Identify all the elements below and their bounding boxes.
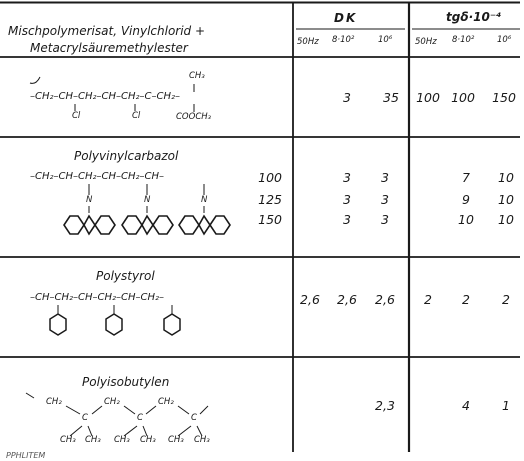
carbazole-structures (63, 184, 231, 236)
row2-l2-tan-800: 9 (462, 192, 470, 207)
header-title-line1: Mischpolymerisat, Vinylchlorid + (8, 24, 206, 38)
footer-fragment: PPHLITEM (6, 451, 46, 460)
row2-l2-tan-1e6: 10 (498, 192, 514, 207)
row4-c-3: C (191, 413, 197, 423)
row2-l3-dk-800: 3 (343, 212, 351, 227)
row4-ch3-4: CH₃ (140, 435, 156, 445)
row2-temp-125: 125 (258, 192, 282, 207)
row3-dk-1e6: 2,6 (375, 292, 395, 307)
row2-temp-150: 150 (258, 212, 282, 227)
row4-mark (25, 392, 35, 399)
row4-ch2-2: CH₂ (104, 397, 120, 407)
row1-formula-main: –CH₂–CH–CH₂–CH–CH₂–C–CH₂– (30, 91, 181, 102)
row3-formula-main: –CH–CH₂–CH–CH₂–CH–CH₂– (30, 292, 165, 303)
row1-formula-sub3: COOCH₃ (176, 112, 212, 122)
row1-tan-50: 100 (416, 90, 440, 105)
row2-l1-tan-800: 7 (462, 170, 470, 185)
row2-n1: N (86, 195, 93, 205)
row2-l3-dk-1e6: 3 (381, 212, 389, 227)
row3-tan-800: 2 (462, 292, 470, 307)
row4-ch3-1: CH₃ (60, 435, 76, 445)
row4-tan-1e6: 1 (502, 398, 510, 413)
freq-50hz-tan: 50Hz (415, 37, 437, 47)
row4-ch3-5: CH₃ (168, 435, 184, 445)
row3-dk-50: 2,6 (300, 292, 320, 307)
row2-n3: N (201, 195, 208, 205)
row3-tan-50: 2 (424, 292, 432, 307)
row4-ch3-6: CH₃ (194, 435, 210, 445)
row1-formula-sub2: Cl (132, 111, 141, 121)
row4-tan-800: 4 (462, 398, 470, 413)
row4-ch3-2: CH₃ (85, 435, 101, 445)
row2-l1-tan-1e6: 10 (498, 170, 514, 185)
freq-800-dk: 8·10² (332, 35, 355, 45)
row2-l1-dk-800: 3 (343, 170, 351, 185)
tan-delta-heading: tgδ·10⁻⁴ (446, 10, 502, 24)
row4-c-2: C (137, 413, 143, 423)
benzene-rings (49, 305, 181, 336)
row1-formula-top: CH₃ (189, 71, 205, 81)
row1-bonds (74, 84, 195, 112)
row4-c-1: C (82, 413, 88, 423)
row2-temp-100: 100 (258, 170, 282, 185)
row2-n2: N (144, 195, 151, 205)
row2-formula-main: –CH₂–CH–CH₂–CH–CH₂–CH– (30, 171, 165, 182)
header-title-line2: Metacrylsäuremethylester (30, 41, 188, 55)
row1-mark (29, 76, 41, 84)
row2-l3-tan-1e6: 10 (498, 212, 514, 227)
row1-tan-800: 100 (451, 90, 475, 105)
row2-name: Polyvinylcarbazol (74, 149, 179, 163)
row4-ch3-3: CH₃ (114, 435, 130, 445)
freq-50hz-dk: 50Hz (297, 37, 319, 47)
row1-dk-800: 3 (343, 90, 351, 105)
row2-l3-tan-800: 10 (458, 212, 474, 227)
row4-name: Polyisobutylen (82, 375, 170, 389)
row1-dk-1e6: 35 (383, 90, 399, 105)
isobutylene-bonds (65, 405, 209, 437)
row3-dk-800: 2,6 (337, 292, 357, 307)
row3-tan-1e6: 2 (502, 292, 510, 307)
row4-dk-1e6: 2,3 (375, 398, 395, 413)
row2-l2-dk-800: 3 (343, 192, 351, 207)
dk-heading: DK (334, 11, 358, 25)
row4-ch2-3: CH₂ (158, 397, 174, 407)
row3-name: Polystyrol (96, 269, 155, 283)
row2-l1-dk-1e6: 3 (381, 170, 389, 185)
freq-800-tan: 8·10² (452, 35, 475, 45)
row4-ch2-1: CH₂ (46, 397, 62, 407)
freq-1e6-tan: 10⁶ (497, 35, 512, 45)
row1-tan-1e6: 150 (492, 90, 516, 105)
row2-l2-dk-1e6: 3 (381, 192, 389, 207)
row1-formula-sub1: Cl (72, 111, 81, 121)
freq-1e6-dk: 10⁶ (378, 35, 393, 45)
